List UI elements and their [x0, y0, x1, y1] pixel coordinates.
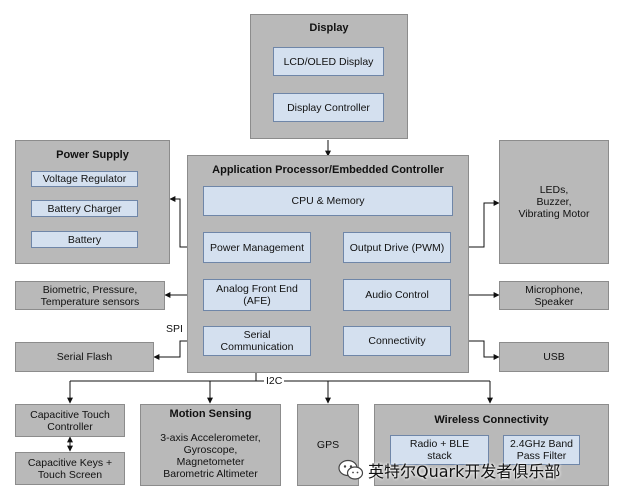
display-title: Display [309, 22, 349, 34]
app-processor-title: Application Processor/Embedded Controlle… [212, 164, 444, 176]
afe-line1: Analog Front End [216, 283, 298, 295]
band-line1: 2.4GHz Band [509, 438, 574, 450]
power-management: Power Management [203, 232, 311, 263]
usb-block: USB [499, 342, 609, 372]
battery: Battery [31, 231, 138, 248]
analog-front-end: Analog Front End (AFE) [203, 279, 311, 311]
output-drive-pwm: Output Drive (PWM) [343, 232, 451, 263]
capacitive-touch-controller-block: Capacitive Touch Controller [15, 404, 125, 437]
motion-line4: Barometric Altimeter [163, 468, 258, 480]
motion-title: Motion Sensing [169, 408, 252, 420]
serial-line1: Serial [243, 329, 271, 341]
sensors-line1: Biometric, Pressure, [42, 283, 138, 296]
voltage-regulator: Voltage Regulator [31, 171, 138, 187]
watermark-text: 英特尔Quark开发者俱乐部 [368, 462, 561, 481]
afe-line2: (AFE) [243, 295, 271, 307]
display-controller: Display Controller [273, 93, 384, 122]
leds-line1: LEDs, [539, 184, 569, 196]
i2c-label: I2C [264, 375, 285, 387]
motion-sensing-block: Motion Sensing 3-axis Accelerometer, Gyr… [140, 404, 281, 486]
radio-ble-stack: Radio + BLE stack [390, 435, 489, 465]
motion-line1: 3-axis Accelerometer, [160, 432, 261, 444]
lcd-oled-display: LCD/OLED Display [273, 47, 384, 76]
serial-line2: Communication [220, 341, 294, 353]
leds-buzzer-block: LEDs, Buzzer, Vibrating Motor [499, 140, 609, 264]
band-line2: Pass Filter [516, 450, 567, 462]
microphone-line2: Speaker [534, 295, 574, 308]
touch-controller-line1: Capacitive Touch [30, 408, 110, 421]
capacitive-keys-block: Capacitive Keys + Touch Screen [15, 452, 125, 485]
connectivity: Connectivity [343, 326, 451, 356]
band-pass-filter: 2.4GHz Band Pass Filter [503, 435, 580, 465]
sensors-line2: Temperature sensors [40, 295, 140, 308]
touch-controller-line2: Controller [47, 420, 93, 433]
watermark: 英特尔Quark开发者俱乐部 [338, 452, 625, 488]
touch-keys-line1: Capacitive Keys + [27, 456, 113, 469]
radio-line2: stack [427, 450, 452, 462]
audio-control: Audio Control [343, 279, 451, 311]
serial-flash-block: Serial Flash [15, 342, 154, 372]
leds-line2: Buzzer, [536, 196, 572, 208]
power-supply-title: Power Supply [56, 149, 129, 161]
wireless-title: Wireless Connectivity [434, 414, 549, 426]
touch-keys-line2: Touch Screen [37, 468, 103, 481]
motion-line2: Gyroscope, [183, 444, 238, 456]
microphone-speaker-block: Microphone, Speaker [499, 281, 609, 310]
motion-line3: Magnetometer [176, 456, 245, 468]
cpu-memory: CPU & Memory [203, 186, 453, 216]
microphone-line1: Microphone, [525, 283, 583, 296]
spi-label: SPI [166, 323, 183, 335]
wechat-icon [338, 459, 364, 480]
leds-line3: Vibrating Motor [518, 208, 590, 220]
battery-charger: Battery Charger [31, 200, 138, 217]
serial-communication: Serial Communication [203, 326, 311, 356]
radio-line1: Radio + BLE [409, 438, 470, 450]
biometric-sensors-block: Biometric, Pressure, Temperature sensors [15, 281, 165, 310]
